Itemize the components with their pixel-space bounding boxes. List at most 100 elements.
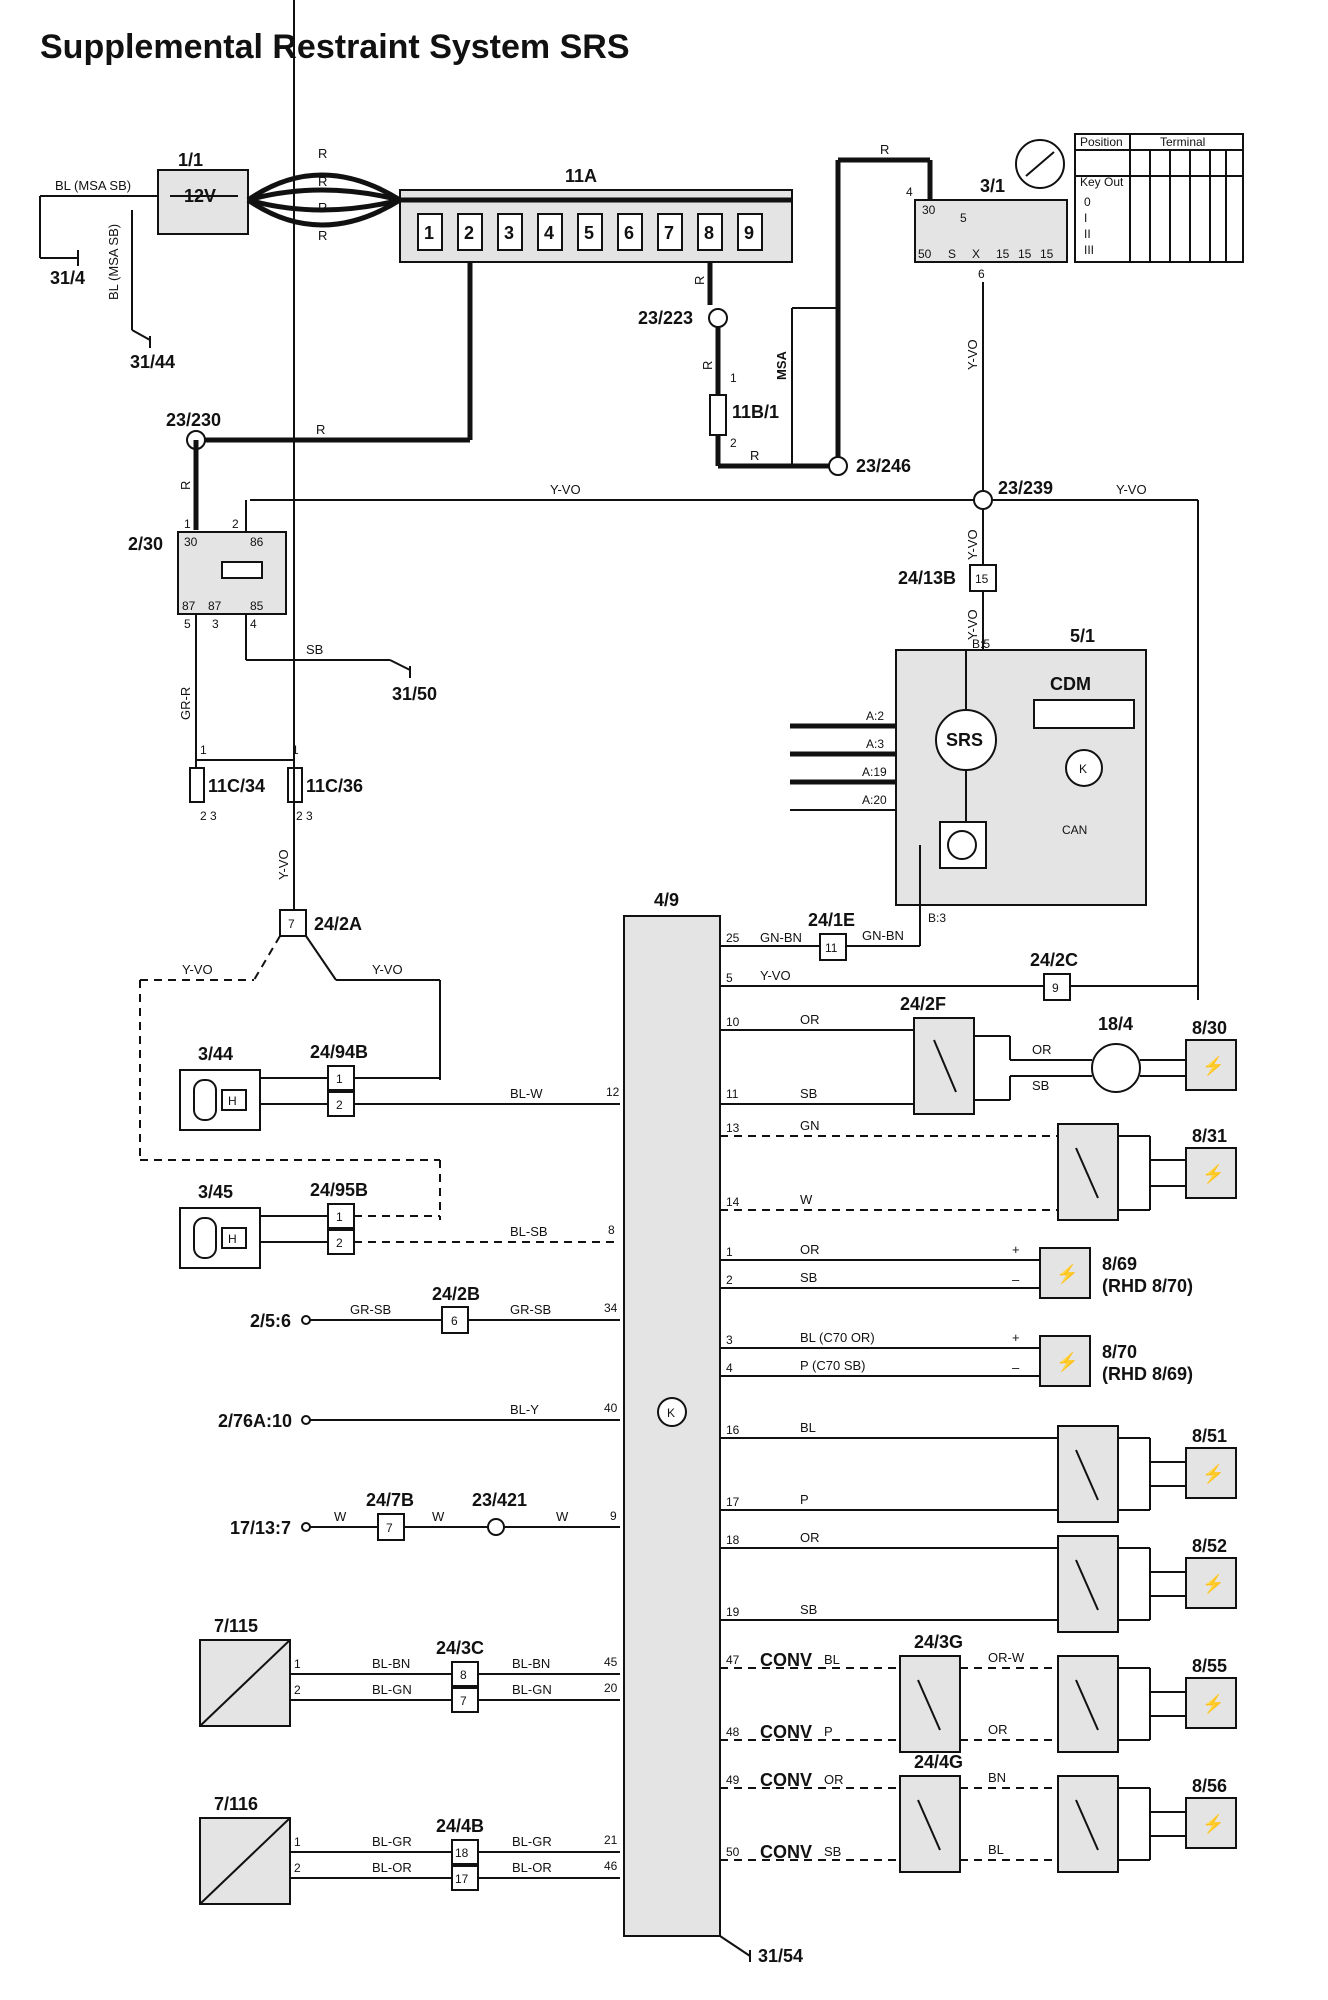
svg-text:11: 11 [825, 941, 838, 955]
wire-label-bl-msa-2: BL (MSA SB) [106, 224, 121, 300]
svg-text:2: 2 [294, 1683, 301, 1697]
svg-text:W: W [334, 1509, 347, 1524]
svg-text:20: 20 [604, 1681, 618, 1695]
svg-text:R: R [318, 228, 327, 243]
device-3-44-label: 3/44 [198, 1044, 233, 1064]
svg-text:1: 1 [730, 371, 737, 385]
fuse-11c-34-label: 11C/34 [208, 776, 265, 796]
svg-text:7: 7 [288, 917, 295, 931]
svg-text:⚡: ⚡ [1202, 1463, 1224, 1485]
cdm-k-icon [1065, 749, 1103, 787]
svg-text:Position: Position [1080, 135, 1123, 149]
device-8-51-label: 8/51 [1192, 1426, 1227, 1446]
fusebox-id: 11A [565, 166, 597, 186]
page-title: Supplemental Restraint System SRS [40, 28, 630, 66]
splice-23-421 [487, 1518, 505, 1536]
svg-text:X: X [972, 247, 980, 261]
svg-text:R: R [318, 174, 327, 189]
fuse2-feed: R 23/230 R [166, 262, 473, 530]
svg-text:A:20: A:20 [862, 793, 887, 807]
connector-24-4b-label: 24/4B [436, 1816, 484, 1836]
ref-2-76a-10: 2/76A:10 [218, 1411, 292, 1431]
svg-text:OR: OR [1032, 1042, 1052, 1057]
connector-24-3g-label: 24/3G [914, 1632, 963, 1652]
svg-text:GN-BN: GN-BN [760, 930, 802, 945]
svg-text:Y-VO: Y-VO [965, 339, 980, 370]
svg-text:50: 50 [726, 1845, 740, 1859]
connector-24-1e-label: 24/1E [808, 910, 855, 930]
svg-text:BL-BN: BL-BN [372, 1656, 410, 1671]
svg-text:OR-W: OR-W [988, 1650, 1025, 1665]
sensor-7-116-label: 7/116 [214, 1794, 258, 1814]
device-3-45 [179, 1207, 261, 1269]
control-right-top: 25 GN-BN 11 24/1E GN-BN 5 Y-VO 9 24/2C [720, 910, 1199, 1001]
ignition-output: Y-VO 23/239 Y-VO Y-VO Y-VO 15 24/13B Y-V… [250, 282, 1199, 1000]
svg-text:8: 8 [704, 223, 714, 243]
svg-text:SB: SB [800, 1086, 817, 1101]
svg-text:1: 1 [726, 1245, 733, 1259]
svg-text:11: 11 [726, 1087, 739, 1101]
svg-text:49: 49 [726, 1773, 740, 1787]
svg-text:Y-VO: Y-VO [550, 482, 581, 497]
svg-text:BL-GN: BL-GN [512, 1682, 552, 1697]
svg-text:47: 47 [726, 1653, 740, 1667]
svg-text:45: 45 [604, 1655, 618, 1669]
svg-text:OR: OR [988, 1722, 1008, 1737]
svg-text:13: 13 [726, 1121, 740, 1135]
svg-text:BL-OR: BL-OR [512, 1860, 552, 1875]
svg-text:Y-VO: Y-VO [760, 968, 791, 983]
svg-text:1: 1 [200, 743, 207, 757]
svg-text:1: 1 [294, 1835, 301, 1849]
device-3-44-group: 3/44 H 1 2 24/94B BL-W 12 [179, 1042, 620, 1131]
svg-text:21: 21 [604, 1833, 618, 1847]
svg-text:CONV: CONV [760, 1650, 812, 1670]
svg-text:⚡: ⚡ [1202, 1055, 1224, 1077]
svg-text:⚡: ⚡ [1202, 1813, 1224, 1835]
svg-text:15: 15 [1018, 247, 1032, 261]
device-8-55 [1185, 1677, 1237, 1729]
connector-24-4g-label: 24/4G [914, 1752, 963, 1772]
svg-text:5: 5 [960, 211, 967, 225]
fuse-11c-34 [189, 767, 205, 803]
svg-text:5: 5 [584, 223, 594, 243]
ground-31-54: 31/54 [758, 1946, 803, 1966]
svg-text:4: 4 [726, 1361, 733, 1375]
svg-text:5: 5 [184, 617, 191, 631]
svg-text:SB: SB [824, 1844, 841, 1859]
svg-text:OR: OR [800, 1012, 820, 1027]
svg-text:16: 16 [726, 1423, 740, 1437]
svg-text:BL-GR: BL-GR [372, 1834, 412, 1849]
can-label: CAN [1062, 823, 1087, 837]
connector-24-3c-8 [451, 1661, 479, 1687]
svg-text:7: 7 [460, 1694, 467, 1708]
svg-text:2: 2 [336, 1098, 343, 1112]
svg-text:Y-VO: Y-VO [372, 962, 403, 977]
svg-text:⚡: ⚡ [1056, 1351, 1078, 1373]
connector-24-7b-label: 24/7B [366, 1490, 414, 1510]
ground-31-50: 31/50 [392, 684, 437, 704]
svg-text:III: III [1084, 243, 1094, 257]
svg-text:CONV: CONV [760, 1842, 812, 1862]
connector-24-2a-label: 24/2A [314, 914, 362, 934]
svg-text:GR-SB: GR-SB [350, 1302, 391, 1317]
relay-id: 2/30 [128, 534, 163, 554]
svg-text:H: H [228, 1232, 237, 1246]
svg-text:9: 9 [1052, 981, 1059, 995]
svg-text:GR-SB: GR-SB [510, 1302, 551, 1317]
connector-24-94b-label: 24/94B [310, 1042, 368, 1062]
svg-text:R: R [692, 276, 707, 285]
fuse-8: 8 [697, 213, 723, 251]
svg-text:1: 1 [184, 517, 191, 531]
svg-text:17: 17 [726, 1495, 740, 1509]
svg-text:9: 9 [744, 223, 754, 243]
splice-23-421-label: 23/421 [472, 1490, 527, 1510]
svg-text:OR: OR [800, 1530, 820, 1545]
svg-text:7: 7 [664, 223, 674, 243]
svg-text:R: R [880, 142, 889, 157]
svg-text:–: – [1012, 1360, 1020, 1375]
ref-2-5-6: 2/5:6 [250, 1311, 291, 1331]
svg-text:GN: GN [800, 1118, 820, 1133]
ignition-switch: 3/1 4 30 5 50 S X 15 15 15 6 Position Te… [906, 133, 1244, 281]
svg-text:7: 7 [386, 1521, 393, 1535]
svg-text:46: 46 [604, 1859, 618, 1873]
